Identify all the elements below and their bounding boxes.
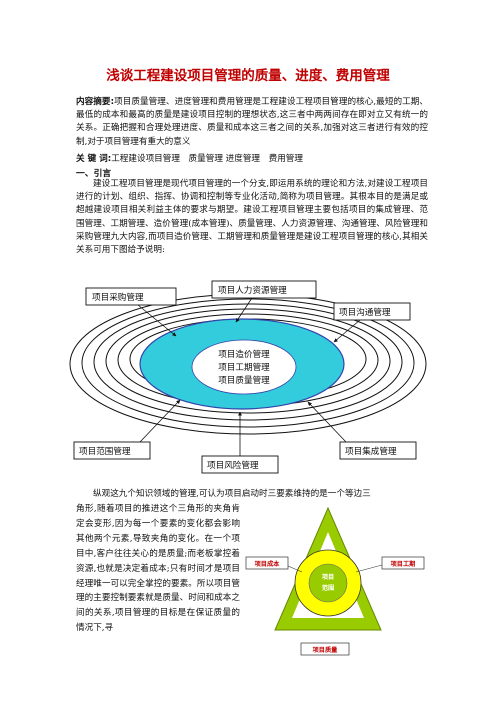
box-procurement (85, 287, 177, 306)
box-human-resources (211, 280, 317, 299)
triangle-center-1: 项目 (322, 573, 334, 581)
box-integration-label: 项目集成管理 (345, 445, 397, 457)
box-communication (333, 302, 411, 321)
abstract: 内容摘要:项目质量管理、进度管理和费用管理是工程建设工程项目管理的核心,最短的工… (76, 96, 428, 149)
cost-arrow (287, 565, 303, 573)
abstract-label: 内容摘要: (76, 97, 115, 107)
label-schedule: 项目工期 (391, 560, 416, 568)
core-cost: 项目造价管理 (218, 348, 270, 360)
core-schedule: 项目工期管理 (218, 361, 270, 373)
triangle-diagram: 项目 范围 项目成本 项目工期 项目质量 (245, 506, 425, 656)
keywords-text: 工程建设项目管理 质量管理 进度管理 费用管理 (111, 154, 303, 164)
triangle-center-2: 范围 (322, 584, 334, 592)
arrow-communication (333, 319, 361, 343)
keywords-label: 关 键 词: (76, 154, 112, 164)
label-quality: 项目质量 (313, 646, 339, 654)
arrow-procurement (137, 304, 177, 337)
label-schedule-box (381, 556, 425, 570)
abstract-text: 项目质量管理、进度管理和费用管理是工程建设工程项目管理的核心,最短的工期、最低的… (76, 97, 428, 147)
arrow-integration (307, 401, 347, 443)
box-human-resources-label: 项目人力资源管理 (218, 284, 287, 296)
arrow-human-resources (235, 297, 253, 323)
keywords: 关 键 词:工程建设项目管理 质量管理 进度管理 费用管理 (76, 152, 303, 164)
box-scope (73, 441, 151, 460)
section-1-text: 建设工程项目管理是现代项目管理的一个分支,即运用系统的理论和方法,对建设工程项目… (76, 179, 428, 256)
section-1-heading: 一、引言 (76, 169, 112, 179)
section-2-line-1: 纵观这九个知识领域的管理,可认为项目启动时三要素维持的是一个等边三 (93, 489, 371, 499)
label-cost-box (245, 556, 289, 570)
label-cost: 项目成本 (255, 560, 281, 568)
box-risk (201, 455, 279, 474)
ring-4 (105, 308, 391, 414)
page-title: 浅谈工程建设项目管理的质量、进度、费用管理 (106, 68, 390, 84)
label-quality-box (300, 642, 350, 656)
arrow-scope (139, 399, 181, 443)
box-procurement-label: 项目采购管理 (92, 291, 144, 303)
core-inner-ellipse (191, 339, 297, 395)
box-risk-label: 项目风险管理 (207, 459, 259, 471)
triangle-center-circle (308, 563, 348, 603)
box-scope-label: 项目范围管理 (79, 445, 131, 457)
box-communication-label: 项目沟通管理 (339, 306, 391, 318)
schedule-arrow (355, 564, 383, 573)
section-2-side-text: 角形,随着项目的推进这个三角形的夹角肯定会变形,因为每一个要素的变化都会影响其他… (76, 504, 240, 634)
core-quality: 项目质量管理 (218, 374, 270, 386)
box-integration (339, 441, 417, 460)
ring-2 (81, 298, 415, 428)
